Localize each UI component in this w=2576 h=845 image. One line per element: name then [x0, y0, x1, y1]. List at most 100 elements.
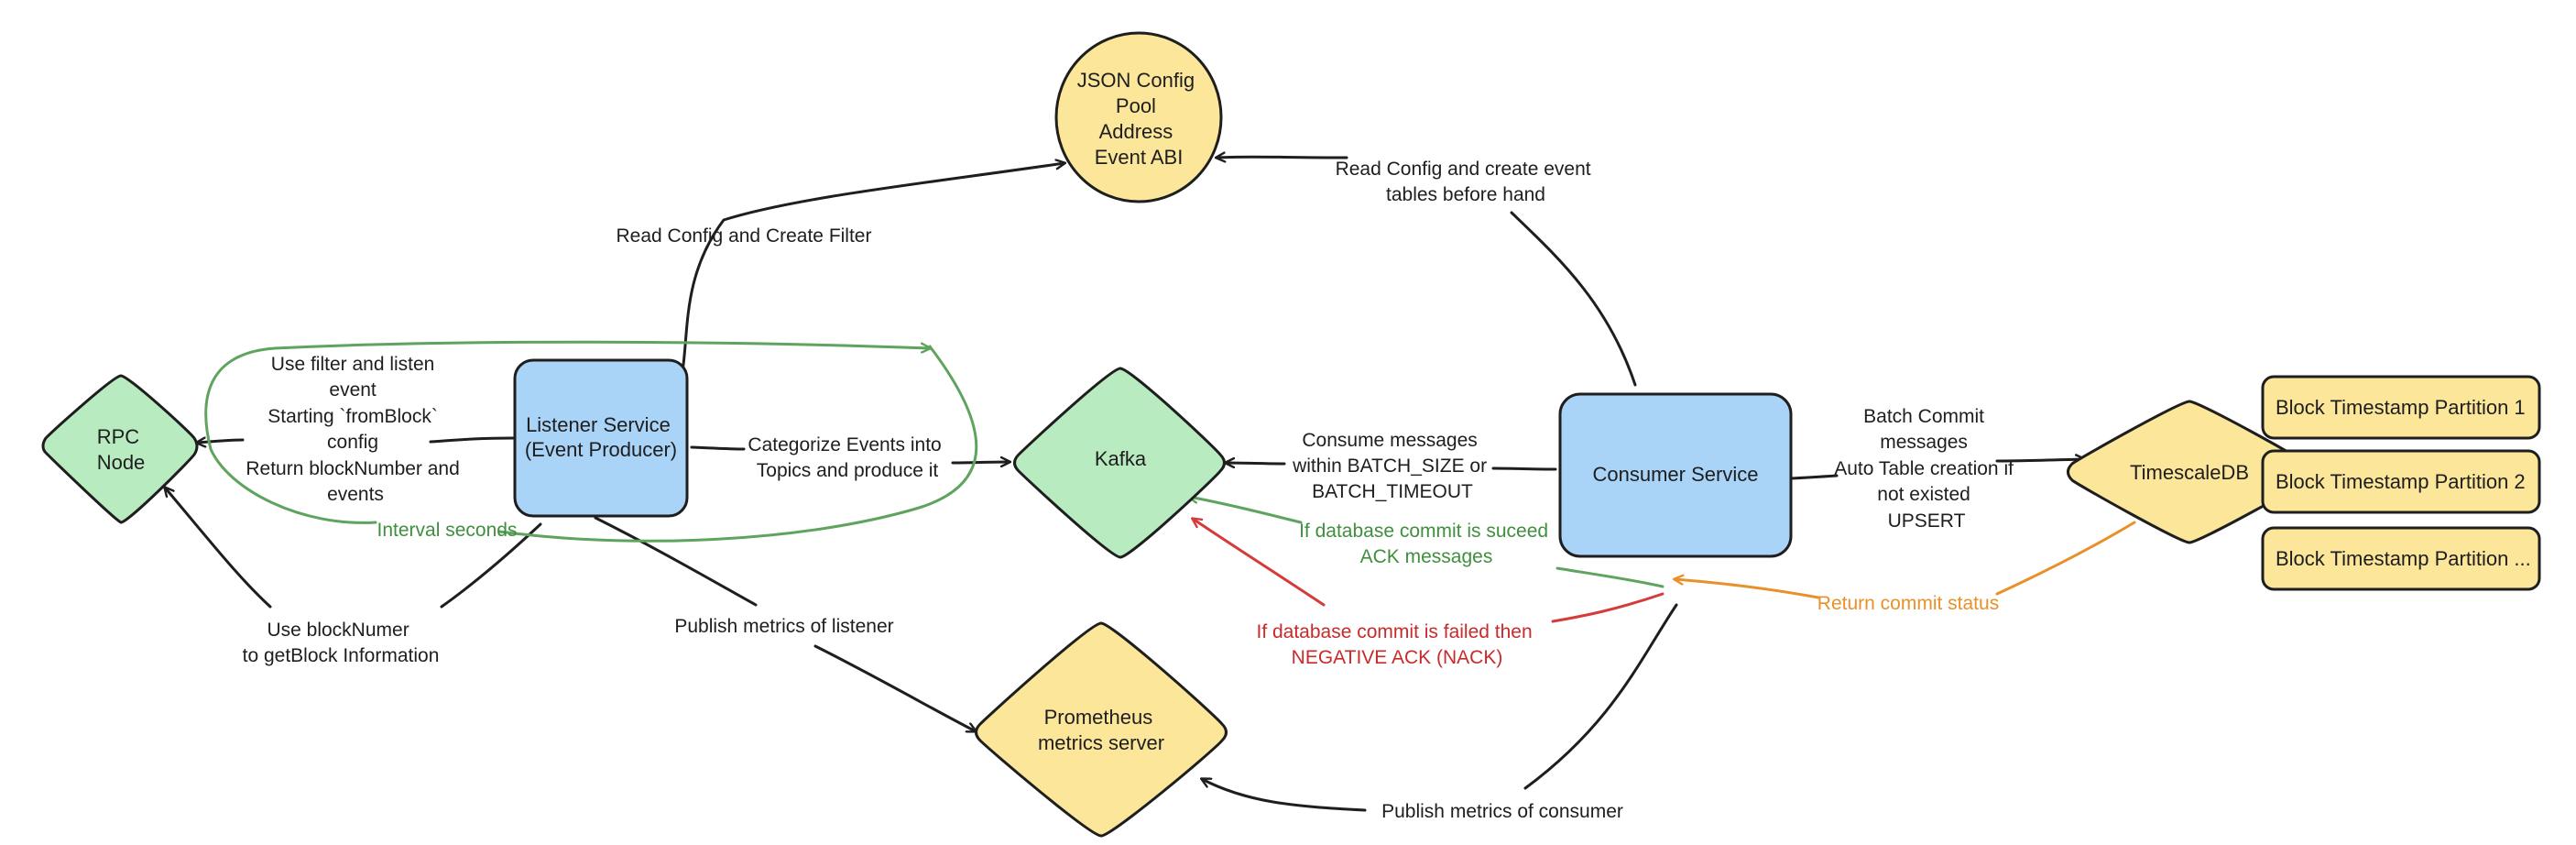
partition-item: Block Timestamp Partition 1: [2261, 375, 2541, 440]
label-line: If database commit is suceed: [1299, 521, 1548, 542]
label-line: Use filter and listen: [271, 354, 435, 375]
partition-box: [2261, 375, 2541, 440]
edge-consumer-to-config-arrow: [1217, 157, 1348, 158]
label-line: Batch Commit: [1863, 406, 1984, 427]
json-config-line: JSON Config: [1077, 69, 1195, 92]
json-config-shape: [1054, 31, 1223, 203]
prometheus-node-line: metrics server: [1038, 731, 1164, 754]
label-line: within BATCH_SIZE or: [1292, 455, 1487, 477]
label-line: Return blockNumber and: [246, 458, 459, 479]
edge-block-info: [440, 522, 542, 609]
edge-listener-to-kafka: [690, 445, 746, 451]
listener-service-label: Listener Service (Event Producer): [525, 413, 677, 461]
label-ack: If database commit is suceed ACK message…: [1299, 521, 1554, 567]
label-line: tables before hand: [1386, 184, 1545, 205]
label-line: events: [327, 484, 384, 505]
edge-consumer-to-prometheus: [1523, 603, 1678, 790]
kafka-node-label: Kafka: [1095, 447, 1147, 470]
listener-service-line: (Event Producer): [525, 438, 677, 461]
partition-box: [2261, 526, 2541, 591]
edge-listener-to-prometheus-arrow: [813, 644, 976, 731]
kafka-node: Kafka: [1013, 367, 1226, 559]
edge-consumer-to-config: [1510, 211, 1637, 387]
consumer-service-label: Consumer Service: [1593, 463, 1759, 486]
partition-item: Block Timestamp Partition ...: [2261, 526, 2541, 591]
label-return-status: Return commit status: [1817, 593, 1999, 614]
label-line: Starting `fromBlock`: [267, 406, 438, 427]
label-line: Read Config and Create Filter: [617, 225, 872, 247]
edge-listener-to-rpc-arrow: [197, 440, 245, 443]
label-publish-listener: Publish metrics of listener: [674, 616, 893, 637]
edge-consumer-to-kafka: [1491, 466, 1557, 471]
edge-labels: Read Config and Create Filter Read Confi…: [243, 159, 2019, 822]
rpc-node-shape: [41, 374, 199, 524]
label-consume: Consume messages within BATCH_SIZE or BA…: [1292, 430, 1492, 502]
rpc-node-line: Node: [97, 451, 146, 474]
edge-block-info-arrow: [165, 488, 272, 609]
edge-ack: [1555, 566, 1665, 588]
partition-label: Block Timestamp Partition 1: [2276, 396, 2526, 419]
label-publish-consumer: Publish metrics of consumer: [1381, 801, 1623, 822]
edge-nack-arrow: [1193, 519, 1326, 607]
label-line: messages: [1880, 432, 1968, 453]
rpc-node-line: RPC: [97, 425, 140, 448]
edge-ack-arrow: [1189, 497, 1303, 524]
partition-label: Block Timestamp Partition 2: [2276, 470, 2526, 493]
partition-item: Block Timestamp Partition 2: [2261, 449, 2541, 514]
label-read-config-tables: Read Config and create event tables befo…: [1336, 159, 1597, 205]
label-batch-commit: Batch Commit messages Auto Table creatio…: [1834, 406, 2019, 532]
edge-consumer-to-kafka-arrow: [1226, 463, 1286, 464]
label-line: config: [327, 432, 378, 453]
label-line: Topics and produce it: [757, 460, 939, 481]
edge-interval-loop: [204, 340, 930, 524]
rpc-node-label: RPC Node: [97, 425, 146, 474]
label-line: to getBlock Information: [243, 645, 440, 666]
label-line: Consume messages: [1302, 430, 1477, 451]
kafka-node-shape: [1013, 367, 1226, 559]
json-config-node: JSON Config Pool Address Event ABI: [1054, 31, 1223, 203]
listener-service-shape: [513, 358, 689, 518]
label-line: not existed: [1877, 484, 1970, 505]
label-nack: If database commit is failed then NEGATI…: [1256, 621, 1537, 668]
label-line: If database commit is failed then: [1256, 621, 1532, 642]
label-line: UPSERT: [1888, 510, 1966, 532]
partition-label: Block Timestamp Partition ...: [2276, 547, 2531, 570]
consumer-service-shape: [1558, 392, 1793, 558]
partition-box: [2261, 449, 2541, 514]
edge-return-status: [1995, 521, 2136, 596]
label-line: Auto Table creation if: [1834, 458, 2014, 479]
listener-service-node: Listener Service (Event Producer): [513, 358, 689, 518]
edges: [165, 157, 2136, 812]
edge-consumer-to-timescale: [1789, 474, 1839, 480]
label-line: Read Config and create event: [1336, 159, 1591, 180]
label-line: Categorize Events into: [748, 434, 941, 455]
json-config-line: Address: [1099, 120, 1173, 143]
edge-nack: [1551, 592, 1665, 623]
label-line: Return commit status: [1817, 593, 1999, 614]
prometheus-node-line: Prometheus: [1044, 706, 1153, 729]
label-read-config-filter: Read Config and Create Filter: [617, 225, 872, 247]
label-line: ACK messages: [1360, 546, 1493, 567]
edge-listener-to-rpc: [429, 436, 515, 444]
edge-interval-loop-right: [497, 345, 978, 543]
timescaledb-node-label: TimescaleDB: [2130, 461, 2249, 484]
edge-listener-to-kafka-arrow: [951, 462, 1010, 463]
label-line: Use blockNumer: [267, 620, 409, 641]
label-interval: Interval seconds: [377, 520, 518, 541]
label-line: NEGATIVE ACK (NACK): [1292, 647, 1503, 668]
json-config-line: Pool: [1116, 94, 1156, 117]
label-use-block-number: Use blockNumer to getBlock Information: [243, 620, 440, 666]
edge-return-status-arrow: [1675, 579, 1820, 599]
json-config-line: Event ABI: [1095, 146, 1184, 169]
prometheus-node: Prometheus metrics server: [975, 621, 1228, 838]
edge-consumer-to-prometheus-arrow: [1202, 779, 1367, 812]
label-line: Interval seconds: [377, 520, 518, 541]
edge-listener-to-prometheus: [594, 516, 758, 607]
prometheus-node-shape: [975, 621, 1228, 838]
label-line: BATCH_TIMEOUT: [1312, 481, 1473, 502]
consumer-service-node: Consumer Service: [1558, 392, 1793, 558]
label-line: Publish metrics of consumer: [1381, 801, 1623, 822]
prometheus-node-label: Prometheus metrics server: [1038, 706, 1164, 754]
rpc-node: RPC Node: [41, 374, 199, 524]
